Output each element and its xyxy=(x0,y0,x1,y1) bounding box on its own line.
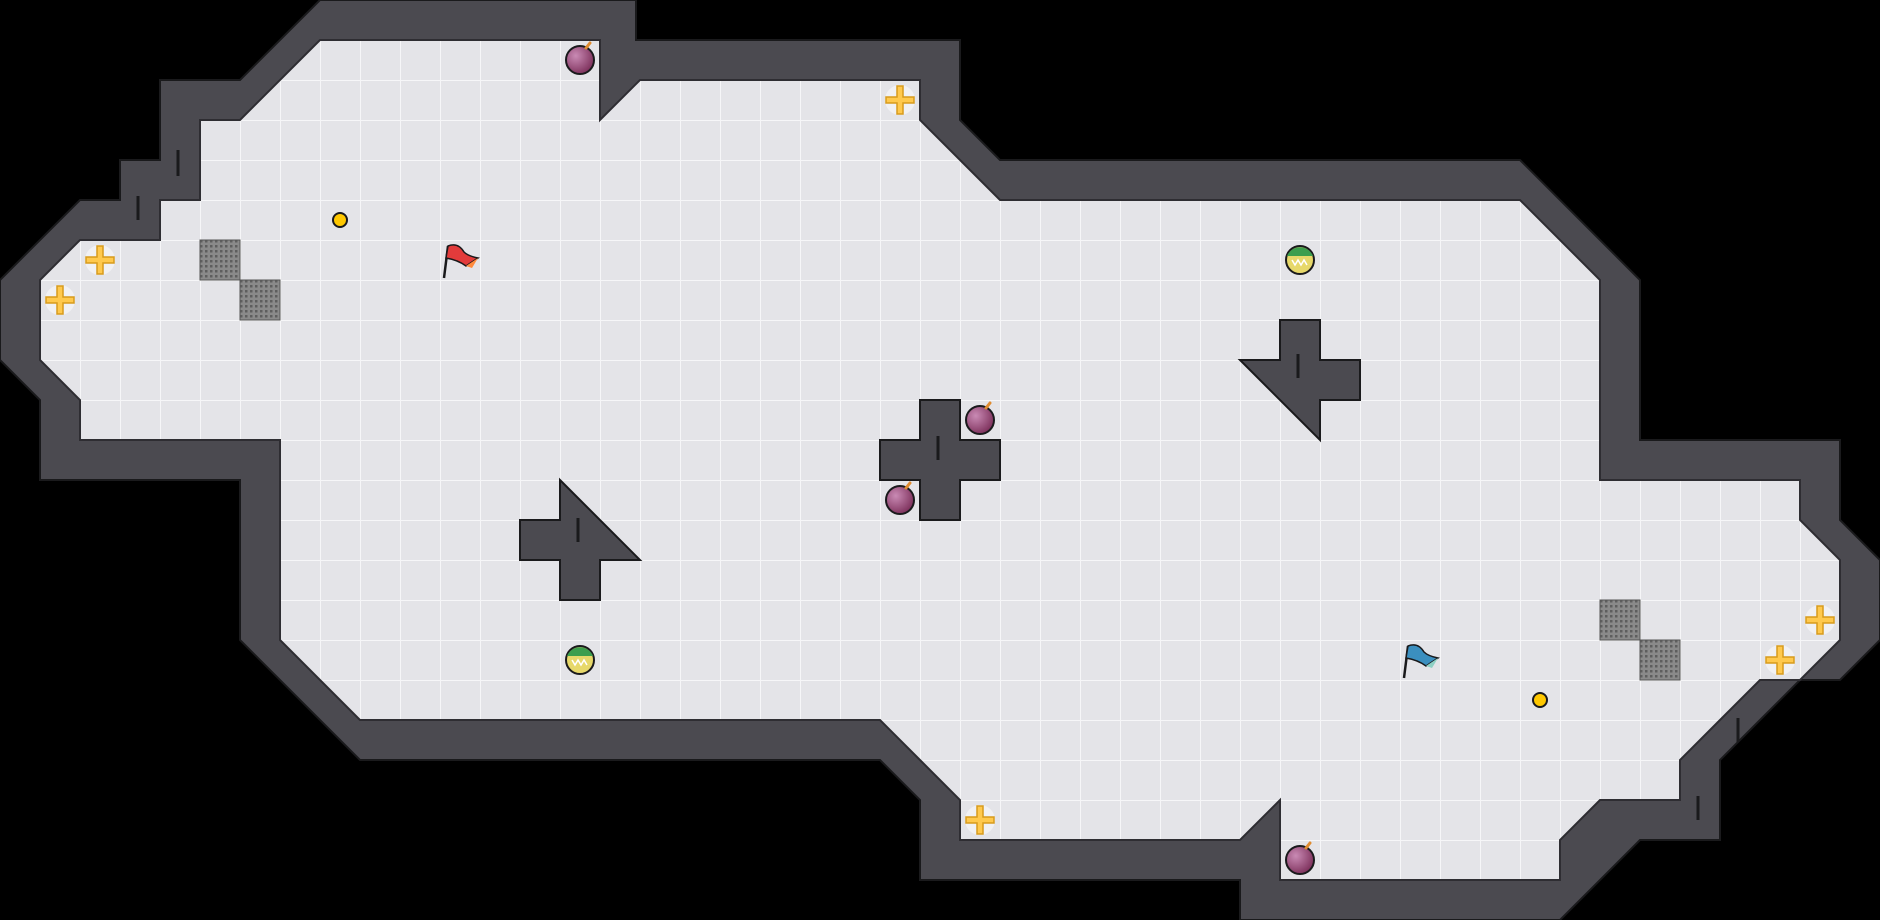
bomb-icon xyxy=(1285,841,1315,875)
powerups xyxy=(565,245,1315,675)
bombs xyxy=(565,41,1315,875)
gate-tile-icon xyxy=(1599,599,1641,641)
boosters xyxy=(45,85,1835,835)
portal-icon xyxy=(332,212,348,228)
booster-icon xyxy=(965,805,995,835)
booster-icon xyxy=(1805,605,1835,635)
gate-tile-icon xyxy=(1639,639,1681,681)
red-flag-icon xyxy=(442,244,480,279)
gate-tiles xyxy=(199,239,1681,681)
portal-icon xyxy=(1532,692,1548,708)
blue-flag-icon xyxy=(1402,644,1440,679)
powerup-icon xyxy=(1285,245,1315,275)
obstacle-left-spike xyxy=(519,477,643,601)
bomb-icon xyxy=(885,481,915,515)
bomb-icon xyxy=(965,401,995,435)
bomb-icon xyxy=(565,41,595,75)
booster-icon xyxy=(1765,645,1795,675)
blue-flag xyxy=(1402,644,1440,679)
wall-notches xyxy=(136,150,1740,820)
obstacle-center-cross xyxy=(879,399,1001,521)
booster-icon xyxy=(85,245,115,275)
booster-icon xyxy=(885,85,915,115)
portals xyxy=(332,212,1548,708)
obstacle-right-spike xyxy=(1237,319,1361,443)
gate-tile-icon xyxy=(239,279,281,321)
booster-icon xyxy=(45,285,75,315)
gate-tile-icon xyxy=(199,239,241,281)
red-flag xyxy=(442,244,480,279)
powerup-icon xyxy=(565,645,595,675)
